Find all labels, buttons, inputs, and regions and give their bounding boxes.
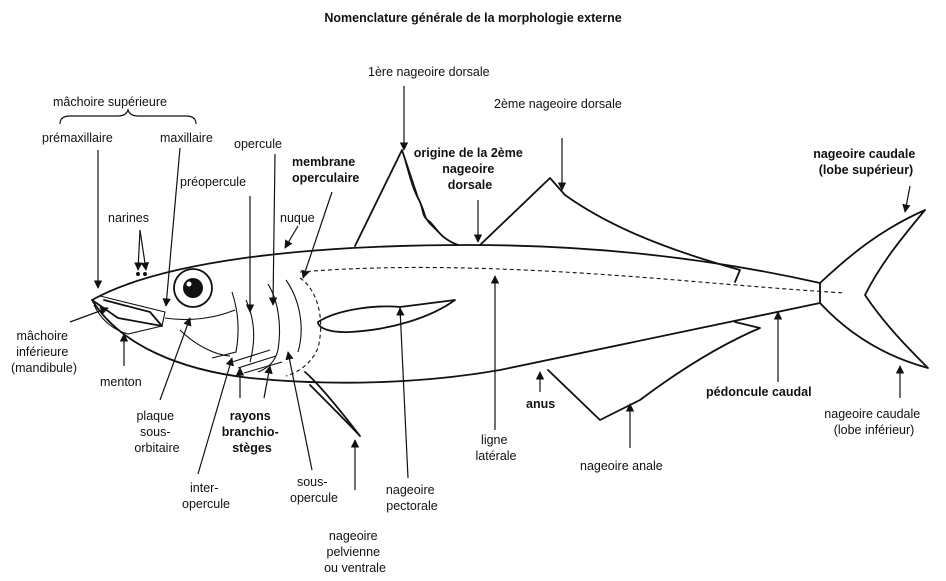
label-nape: nuque xyxy=(280,211,315,225)
label-pectoral-fin: nageoire pectorale xyxy=(386,483,438,513)
label-lateral-line: ligne latérale xyxy=(476,433,517,463)
upper-jaw-brace xyxy=(60,110,196,124)
label-caudal-peduncle: pédoncule caudal xyxy=(706,385,812,399)
label-upper-jaw: mâchoire supérieure xyxy=(53,95,167,109)
label-maxillary: maxillaire xyxy=(160,131,213,145)
opercular-membrane xyxy=(286,278,321,376)
label-branchiostegal-rays: rayons branchio- stèges xyxy=(222,409,282,455)
label-second-dorsal-fin: 2ème nageoire dorsale xyxy=(494,97,622,111)
label-suborbital-plate: plaque sous- orbitaire xyxy=(134,409,179,455)
pectoral-fin xyxy=(318,300,455,332)
label-premaxillary: prémaxillaire xyxy=(42,131,113,145)
label-caudal-lower: nageoire caudale (lobe inférieur) xyxy=(824,407,923,437)
fish-body-outline xyxy=(92,245,820,383)
second-dorsal-fin xyxy=(480,178,740,282)
preopercle-outline xyxy=(212,292,238,358)
diagram-title: Nomenclature générale de la morphologie … xyxy=(324,11,621,25)
label-anus: anus xyxy=(526,397,555,411)
label-subopercle: sous- opercule xyxy=(290,475,338,505)
label-caudal-upper: nageoire caudale (lobe supérieur) xyxy=(813,147,919,177)
label-lower-jaw: mâchoire inférieure (mandibule) xyxy=(11,329,77,375)
nostril-2 xyxy=(143,272,147,276)
labels: 1ère nageoire dorsale 2ème nageoire dors… xyxy=(11,65,924,575)
nostril-1 xyxy=(136,272,140,276)
anal-fin xyxy=(548,322,760,420)
label-first-dorsal-fin: 1ère nageoire dorsale xyxy=(368,65,490,79)
caudal-fin xyxy=(820,210,928,368)
label-nostrils: narines xyxy=(108,211,149,225)
label-anal-fin: nageoire anale xyxy=(580,459,663,473)
label-preopercle: préopercule xyxy=(180,175,246,189)
label-opercular-membrane: membrane operculaire xyxy=(292,155,359,185)
label-pelvic-fin: nageoire pelvienne ou ventrale xyxy=(324,529,386,575)
label-origin-second-dorsal: origine de la 2ème nageoire dorsale xyxy=(414,146,527,192)
label-interopercle: inter- opercule xyxy=(182,481,230,511)
pupil xyxy=(183,278,203,298)
label-chin: menton xyxy=(100,375,142,389)
label-opercle: opercule xyxy=(234,137,282,151)
